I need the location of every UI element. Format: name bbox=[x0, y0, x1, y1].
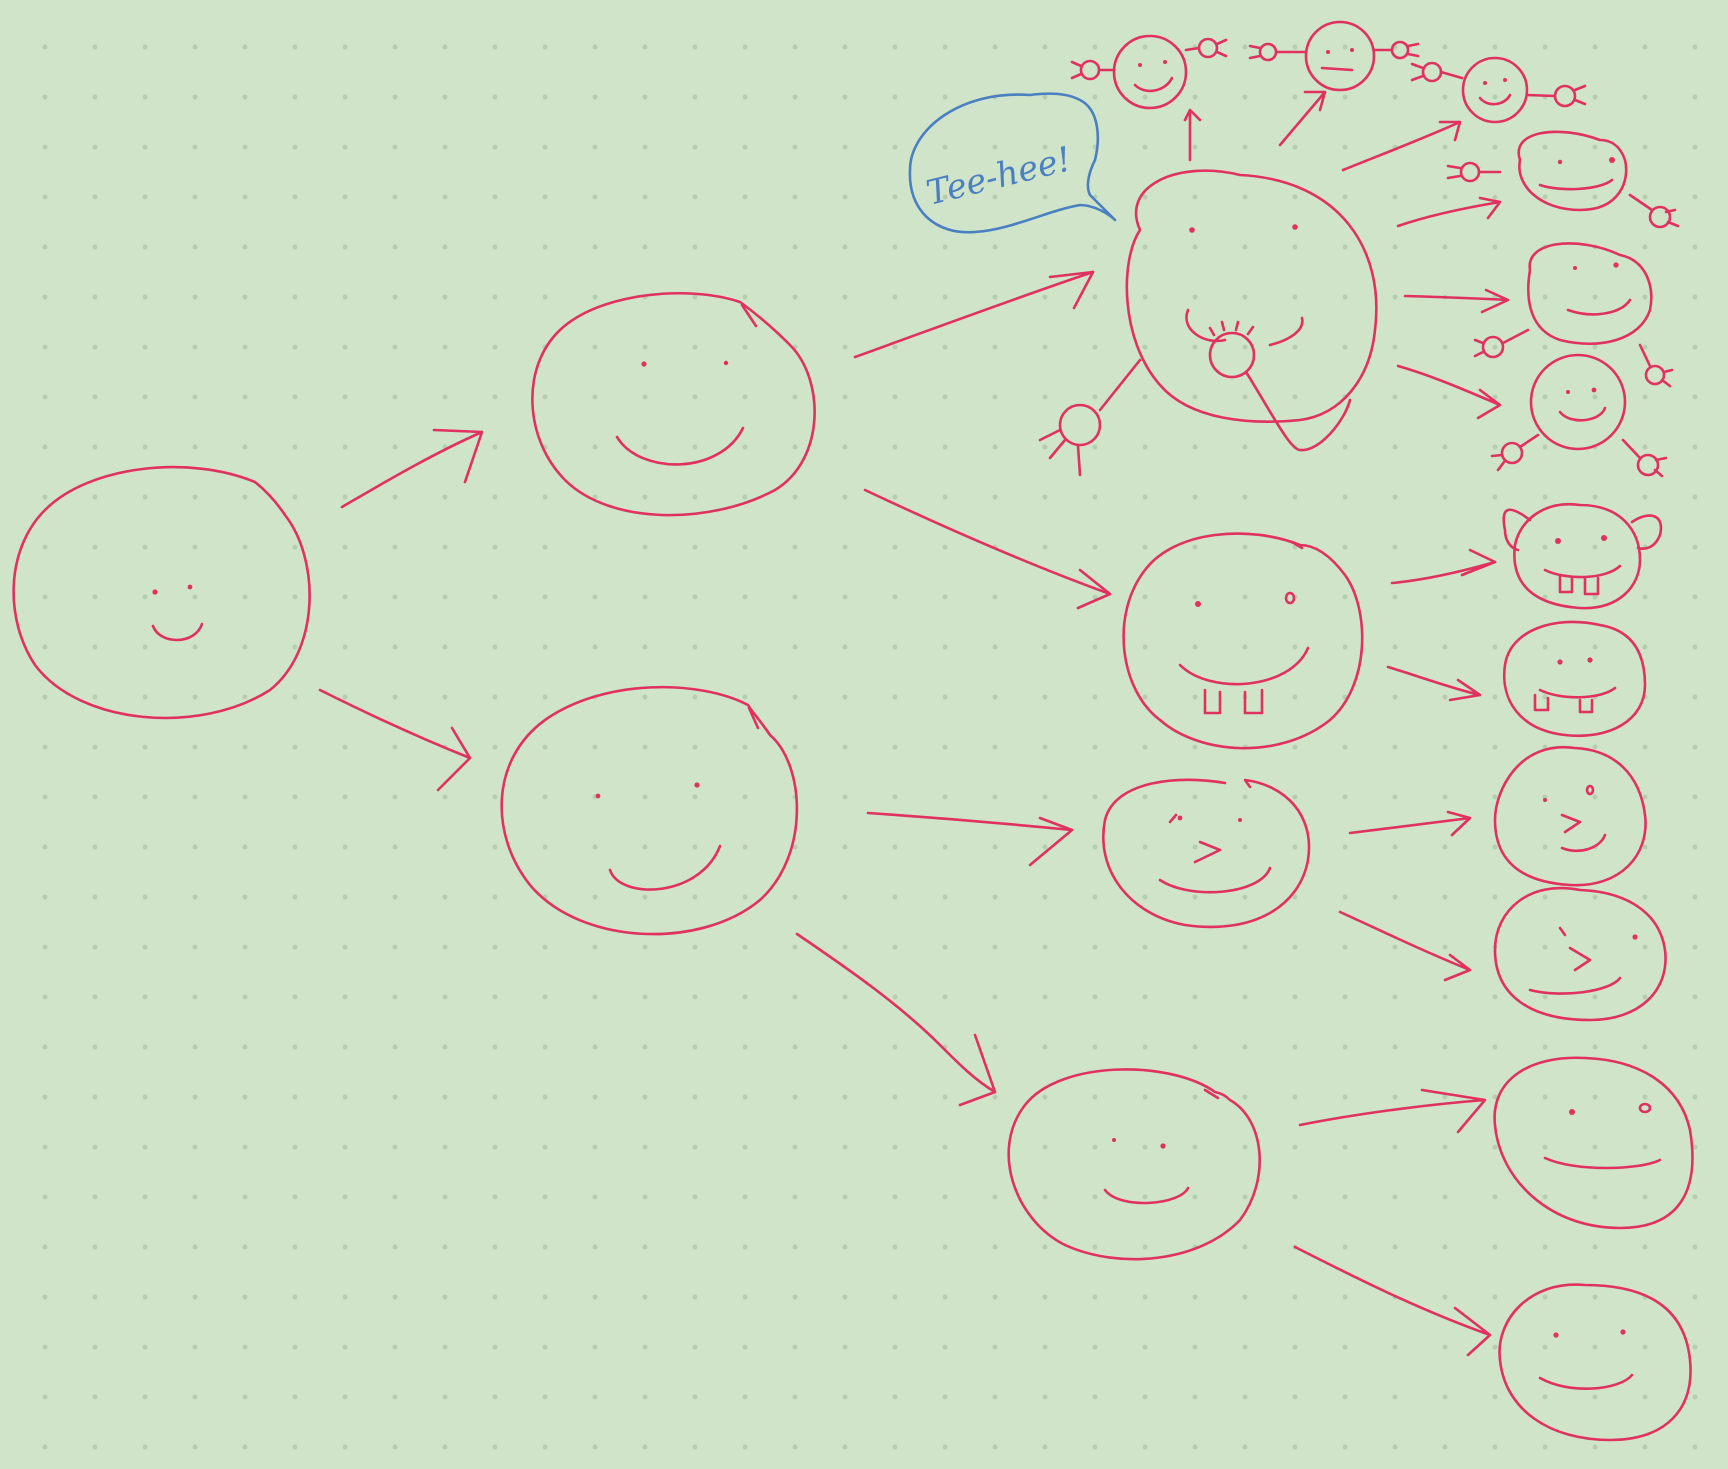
gen2-toothy-face bbox=[1122, 532, 1364, 750]
arrow-plain-to-child2 bbox=[1293, 1245, 1492, 1357]
arrow-toothy-to-horned bbox=[1390, 548, 1497, 585]
plain-child-face-2 bbox=[1498, 1283, 1692, 1442]
gen1-lower-face bbox=[500, 685, 799, 936]
arrow-toothy-to-child bbox=[1386, 665, 1482, 702]
gen2-nosy-face bbox=[1102, 778, 1311, 929]
arrow-root-to-lower bbox=[318, 688, 472, 792]
tiny-face-6 bbox=[1396, 353, 1668, 478]
nosy-child-face-1 bbox=[1493, 745, 1647, 887]
arrow-upper-to-bubbly bbox=[853, 270, 1095, 359]
arrow-nosy-to-child2 bbox=[1338, 910, 1472, 982]
arrow-plain-to-child1 bbox=[1298, 1088, 1487, 1134]
gen1-upper-face bbox=[531, 291, 816, 517]
speech-bubble: Tee-hee! bbox=[908, 92, 1117, 234]
arrow-nosy-to-child1 bbox=[1348, 810, 1472, 837]
arrow-upper-to-toothy bbox=[863, 488, 1112, 610]
root-face bbox=[12, 465, 311, 720]
gen2-plain-face bbox=[1007, 1068, 1261, 1261]
gen2-bubbly-face bbox=[1038, 169, 1378, 477]
toothy-child-face bbox=[1502, 620, 1647, 738]
tiny-face-2 bbox=[1248, 20, 1420, 147]
tiny-face-5 bbox=[1403, 242, 1674, 388]
horned-face bbox=[1502, 502, 1663, 610]
nosy-child-face-2 bbox=[1493, 886, 1667, 1022]
arrow-lower-to-nosy bbox=[866, 811, 1074, 867]
tiny-face-3 bbox=[1341, 56, 1587, 172]
speech-bubble-text: Tee-hee! bbox=[923, 139, 1076, 214]
plain-child-face-1 bbox=[1493, 1056, 1694, 1230]
arrow-root-to-upper bbox=[340, 428, 484, 509]
tiny-face-1 bbox=[1070, 34, 1228, 162]
arrow-lower-to-plain bbox=[795, 932, 997, 1107]
tiny-face-4 bbox=[1396, 130, 1680, 229]
